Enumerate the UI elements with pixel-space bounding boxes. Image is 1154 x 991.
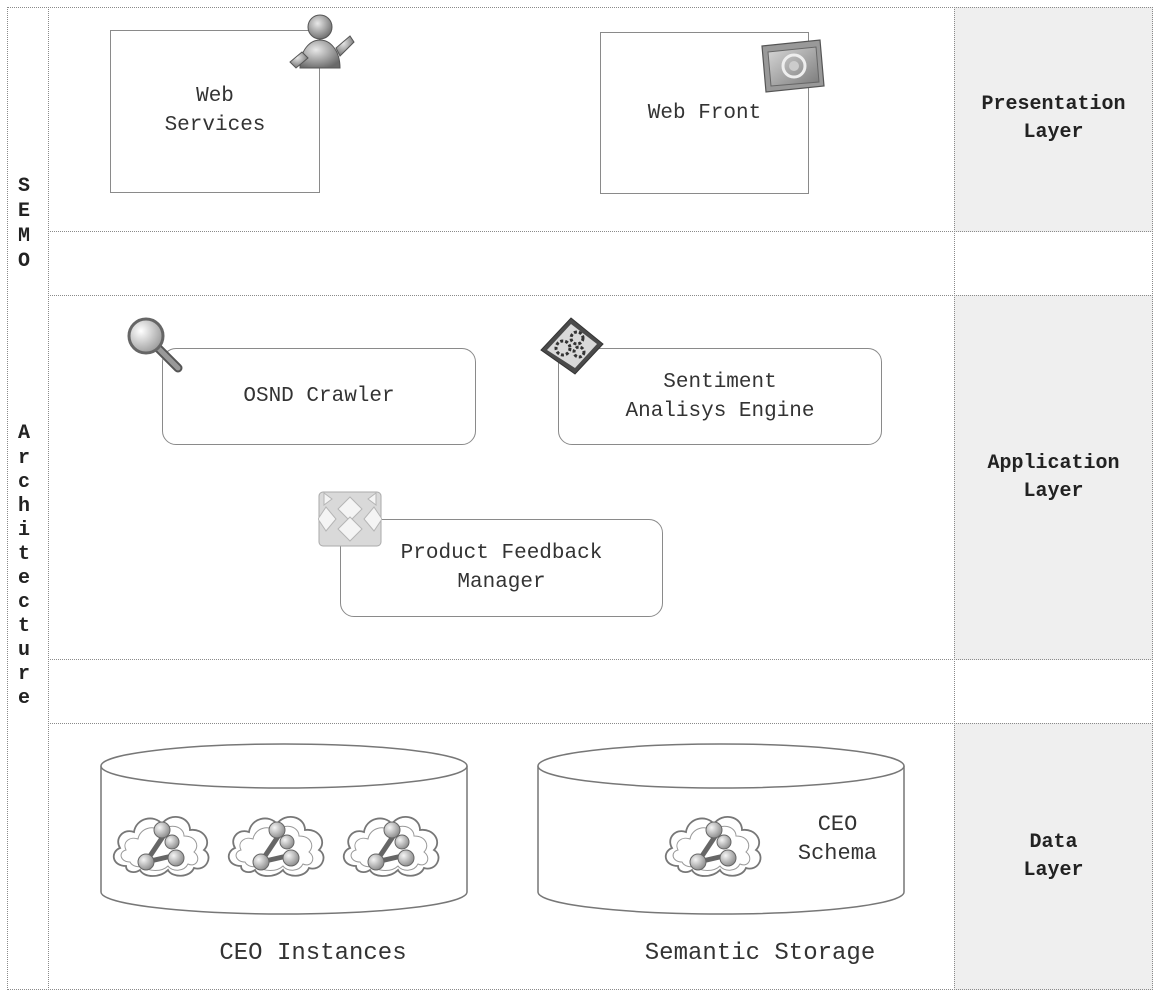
title-letter: M [17, 225, 30, 248]
title-letter: e [17, 687, 30, 710]
web-services-label: Web Services [164, 85, 266, 137]
ontology-cloud-icon [658, 806, 770, 882]
title-letter: u [17, 639, 30, 662]
gap-label-cell-1 [954, 231, 1153, 296]
magnifier-icon [127, 317, 183, 373]
web-services-box[interactable] [110, 30, 320, 193]
data-layer-label: Data Layer [1023, 831, 1084, 882]
title-letter: t [17, 543, 30, 566]
title-letter: c [17, 471, 30, 494]
data-label-cell [954, 723, 1153, 990]
title-letter: S [17, 175, 30, 198]
sentiment-engine-box[interactable] [558, 348, 882, 445]
title-letter: t [17, 615, 30, 638]
osnd-crawler-box[interactable] [162, 348, 476, 445]
presentation-layer-label: Presentation Layer [981, 93, 1126, 144]
title-letter: i [17, 519, 30, 542]
title-letter: c [17, 591, 30, 614]
osnd-crawler-label: OSND Crawler [243, 385, 395, 408]
gap-label-cell-2 [954, 659, 1153, 724]
sentiment-engine-label: Sentiment Analisys Engine [625, 371, 815, 423]
application-label-cell [954, 295, 1153, 660]
title-letter: r [17, 663, 30, 686]
title-letter: O [17, 250, 30, 273]
gap-area-2 [48, 659, 955, 724]
feedback-manager-box[interactable] [340, 519, 663, 617]
browser-window-icon [761, 39, 825, 93]
title-letter: e [17, 567, 30, 590]
title-letter: h [17, 495, 30, 518]
title-letter: A [17, 422, 30, 445]
semantic-storage-caption: Semantic Storage [644, 940, 876, 967]
ontology-cloud-icon [106, 806, 218, 882]
gap-area-1 [48, 231, 955, 296]
presentation-label-cell [954, 7, 1153, 232]
ontology-cloud-icon [336, 806, 448, 882]
puzzle-pattern-icon [318, 491, 382, 547]
person-icon [289, 14, 355, 69]
feedback-manager-label: Product Feedback Manager [400, 542, 603, 594]
application-layer-label: Application Layer [987, 452, 1120, 503]
web-front-label: Web Front [647, 102, 762, 125]
title-letter: r [17, 447, 30, 470]
title-letter: E [17, 200, 30, 223]
ceo-schema-label: CEO Schema [797, 812, 878, 866]
ontology-cloud-icon [221, 806, 333, 882]
gears-icon [540, 317, 604, 375]
ceo-instances-caption: CEO Instances [219, 940, 407, 967]
